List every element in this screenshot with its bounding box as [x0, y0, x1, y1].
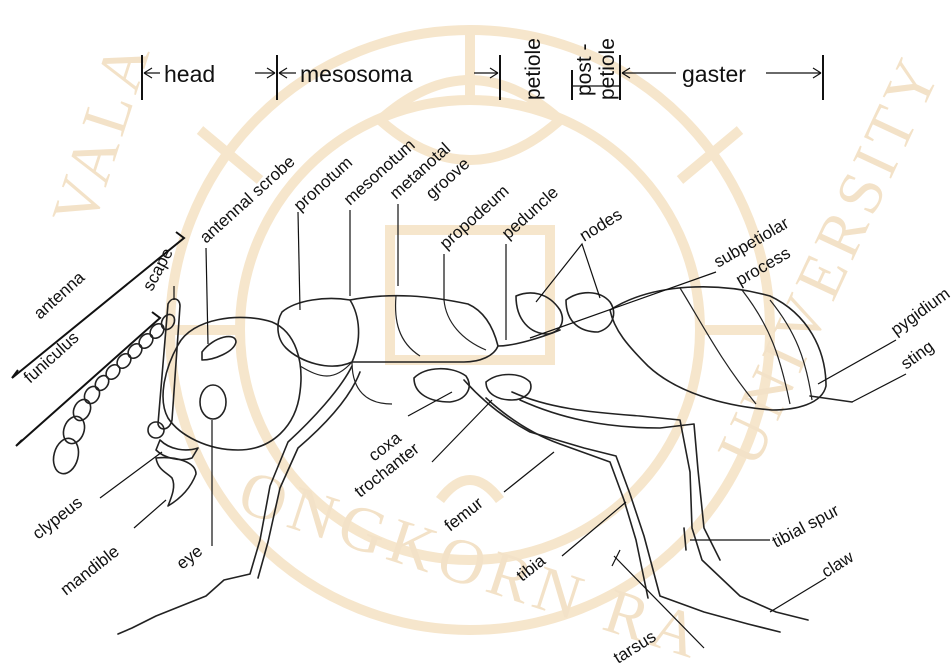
- postpetiole-node: [566, 293, 614, 332]
- mandible: [156, 458, 196, 506]
- antennal-scrobe: [202, 337, 236, 360]
- label-sting: sting: [897, 337, 937, 373]
- label-antenna: antenna: [30, 267, 89, 323]
- label-claw: claw: [818, 547, 858, 582]
- label-mandible: mandible: [57, 542, 123, 599]
- pronotum: [278, 299, 359, 367]
- mesosoma-outline: [350, 296, 498, 362]
- label-nodes: nodes: [576, 205, 625, 246]
- label-propodeum: propodeum: [436, 181, 513, 253]
- segment-mesosoma: mesosoma: [300, 61, 413, 87]
- label-pygidium: pygidium: [887, 284, 951, 339]
- label-tibial-spur: tibial spur: [769, 500, 842, 551]
- label-eye: eye: [173, 541, 206, 573]
- segment-postpetiole-line1: post -: [573, 43, 596, 96]
- petiole-node: [516, 293, 562, 334]
- eye: [200, 385, 226, 419]
- watermark-text-left: VALA: [38, 28, 165, 234]
- watermark-text-right: UNIVERSITY: [703, 44, 951, 476]
- label-pronotum: pronotum: [290, 153, 356, 215]
- segment-petiole: petiole: [522, 38, 545, 100]
- segment-postpetiole-line2: petiole: [596, 38, 619, 100]
- label-clypeus: clypeus: [29, 493, 86, 543]
- segment-gaster: gaster: [682, 61, 746, 87]
- label-funiculus: funiculus: [20, 328, 83, 387]
- segment-head: head: [164, 61, 215, 87]
